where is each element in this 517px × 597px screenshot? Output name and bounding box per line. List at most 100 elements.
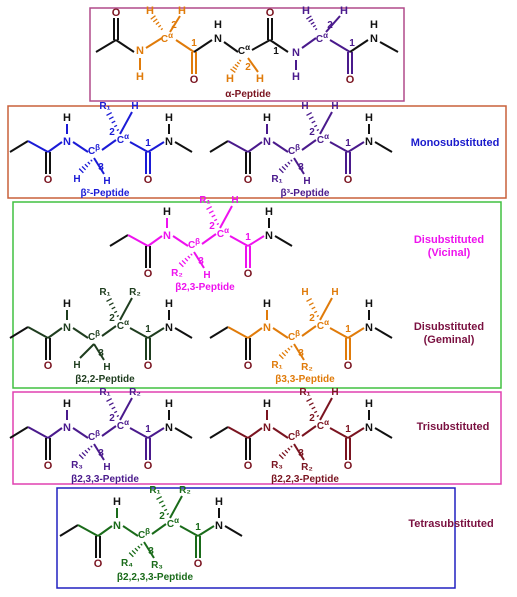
position-3: 3 [198,256,204,267]
beta-substituent-2: H [103,176,110,187]
acetyl-bond [27,140,49,153]
alpha-substituent-2: R₂ [179,485,191,496]
beta-substituent-2-bond [93,157,105,175]
c-alpha-atom: Cα [117,418,129,432]
beta23-peptide-structure: ONHCβCα23O1NHR₁HR₂Hβ2,3-Peptide [109,195,293,293]
methyl-bond [224,525,243,537]
alpha-substituent-1: R₁ [299,387,310,398]
oxygen-atom: O [144,268,153,280]
nitrogen-atom: N [165,322,173,334]
acetyl-carbonyl: O [94,536,103,570]
amide-bond [247,235,265,247]
amide-bond [97,525,113,537]
alpha-substituent-1-bond [106,398,120,418]
position-2: 2 [245,62,251,73]
c-alpha-atom: Cα [161,31,173,45]
backbone-bond [72,141,89,153]
backbone-bond [301,139,317,151]
position-1: 1 [191,38,197,49]
position-1: 1 [145,138,151,149]
oxygen-atom: O [244,268,253,280]
peptide-name: α-Peptide [225,89,271,100]
methyl-bond [274,235,293,247]
position-2: 2 [109,127,115,138]
amide-bond [247,327,263,339]
position-3: 3 [298,348,304,359]
backbone-bond [145,37,163,49]
c-alpha-atom: Cα [117,318,129,332]
amide-bond [47,327,63,339]
monosubstituted-box [7,105,507,199]
nitrogen-atom: N [63,322,71,334]
c-beta-atom: Cβ [88,143,100,157]
position-2: 2 [159,511,165,522]
backbone-carbonyl: O [244,246,253,280]
backbone-bond [251,39,271,51]
nitrogen-atom: N [214,33,222,45]
backbone-carbonyl: O [144,438,153,472]
beta-substituent-2: H [103,362,110,373]
backbone-bond [301,325,317,337]
backbone-bond [122,525,139,537]
alpha-hydrogen: H [256,73,264,85]
nitrogen-atom: N [365,136,373,148]
nitrogen-atom: N [63,136,71,148]
beta2233-peptide-structure: ONHCβCα23O1NHR₁R₂R₄R₃β2,2,3,3-Peptide [59,485,243,583]
peptide-name: β³-Peptide [281,188,330,199]
amide-hydrogen: H [63,298,71,310]
amide-hydrogen: H [163,206,171,218]
c-alpha-atom: Cα [317,132,329,146]
position-1: 1 [195,522,201,533]
acetyl-carbonyl: O [112,7,121,40]
nitrogen-atom: N [165,136,173,148]
acetyl-bond [209,326,229,339]
amide-bond [349,39,369,53]
alpha-h-bond [306,15,318,31]
c-beta-atom: Cβ [88,329,100,343]
position-1: 1 [345,138,351,149]
alpha-hydrogen: H [146,5,154,17]
oxygen-atom: O [344,460,353,472]
backbone-bond [329,327,349,339]
methyl-bond [374,427,393,439]
beta-substituent-2: R₂ [301,462,313,473]
c-alpha-atom: Cα [238,43,250,57]
amide-bond [147,141,165,153]
position-3: 3 [98,162,104,173]
backbone-bond [175,39,195,53]
acetyl-bond [77,524,99,537]
amide-bond [147,327,165,339]
amide-bond [193,39,213,53]
c-beta-atom: Cβ [288,429,300,443]
beta-substituent-1: R₂ [171,268,183,279]
peptide-name: β2,2,3,3-Peptide [117,572,194,583]
position-2: 2 [309,313,315,324]
acetyl-bond [95,39,117,53]
category-disubstituted-vicinal: Disubstituted [414,234,484,246]
c-beta-atom: Cβ [188,237,200,251]
acetyl-carbonyl: O [44,338,53,372]
beta-substituent-2: H [103,462,110,473]
position-2: 2 [209,221,215,232]
acetyl-bond [27,326,49,339]
nitrogen-atom: N [165,422,173,434]
amide-hydrogen: H [263,398,271,410]
c-beta-atom: Cβ [288,143,300,157]
beta-substituent-1: R₃ [271,460,283,471]
beta223-peptide-structure: ONHCβCα23O1NHR₁HR₃R₂β2,2,3-Peptide [209,387,393,485]
alpha-substituent-2-bond [119,397,133,421]
beta2-peptide-structure: ONHCβCα23O1NHR₁HHHβ²-Peptide [9,101,193,199]
beta-substituent-1-bond [178,253,193,268]
alpha-substituent-1: R₁ [99,387,110,398]
acetyl-bond [115,39,135,53]
beta-substituent-2: H [303,176,310,187]
backbone-bond [129,427,149,439]
c-alpha-atom: Cα [217,226,229,240]
acetyl-bond [27,426,49,439]
alpha-substituent-1: R₁ [99,101,110,112]
alpha-substituent-2-bond [119,111,133,135]
alpha-substituent-2: H [331,387,338,398]
amide-bond [347,427,365,439]
acetyl-bond [227,140,249,153]
alpha-substituent-2-bond [119,297,133,321]
